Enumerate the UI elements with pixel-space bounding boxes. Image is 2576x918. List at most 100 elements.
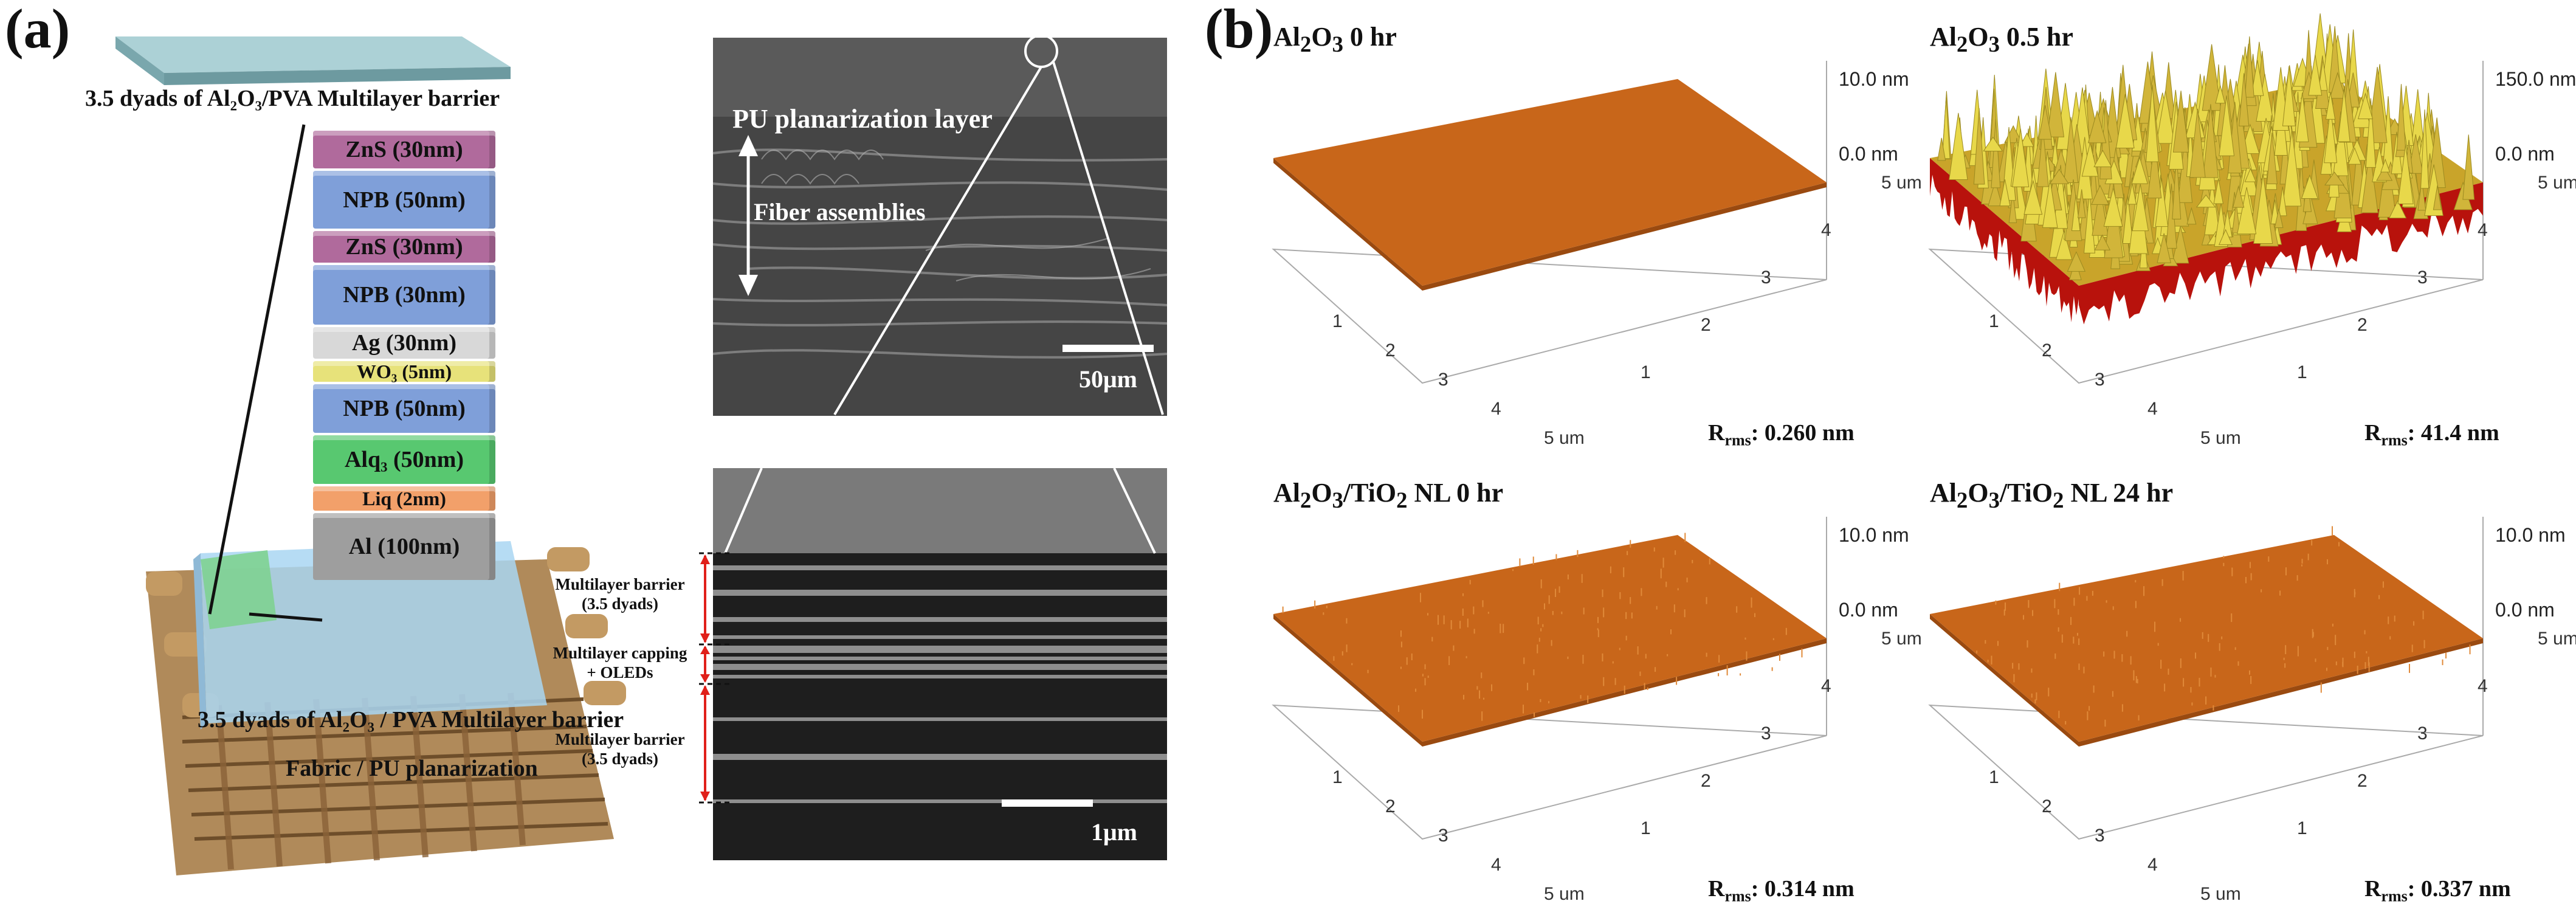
layer-3: NPB (30nm) [313,265,495,325]
afm-y-tick: 1 [2297,818,2307,838]
afm-rms-value: Rrms: 0.314 nm [1708,876,1855,905]
afm-y-tick: 5 um [1881,629,1922,649]
afm-x-tick: 2 [2042,796,2052,816]
layer-7: Alq₃ (50nm) [313,435,495,484]
afm-surface-top [1930,535,2483,742]
afm-x-tick: 3 [2095,370,2105,390]
layer-label: Ag (30nm) [351,330,457,356]
sem-image-bottom [713,468,1167,860]
afm-x-tick: 5 um [2200,884,2241,904]
layer-label: Al (100nm) [348,534,460,559]
afm-x-tick: 2 [1385,340,1396,361]
afm-surface-top [1273,79,1827,286]
afm-z-max-label: 150.0 nm [2495,68,2576,90]
afm-x-tick: 1 [1989,767,1999,787]
fabric-label: Fabric / PU planarization [286,756,538,781]
afm-y-tick: 4 [2478,220,2488,240]
afm-plot-title: Al2O3 0 hr [1273,22,1397,57]
layer-2: ZnS (30nm) [313,231,495,263]
afm-z-zero-label: 0.0 nm [2495,599,2555,621]
pu-planarization-label: PU planarization layer [732,104,993,134]
afm-y-tick: 1 [1641,362,1651,382]
afm-y-tick: 5 um [2538,173,2576,193]
afm-x-tick: 1 [1989,311,1999,331]
afm-y-tick: 3 [1761,723,1771,744]
annotation-barrier-top: Multilayer barrier (3.5 dyads) [555,575,685,613]
oled-stack-diagram [115,36,626,875]
afm-y-tick: 4 [2478,676,2488,696]
afm-y-tick: 3 [2417,267,2428,288]
afm-y-tick: 4 [1821,220,1831,240]
layer-5: WO₃ (5nm) [313,361,495,382]
afm-surface-svg: 1 1 2 2 3 3 4 4 5 um 5 um [1928,517,2576,904]
afm-axis-floor [1272,248,1827,384]
layer-label: Alq₃ (50nm) [344,447,464,472]
fiber-assemblies-label: Fiber assemblies [754,198,926,226]
afm-x-tick: 4 [2147,399,2158,419]
afm-x-tick: 5 um [1544,428,1585,448]
afm-surface-edge [1422,182,1827,291]
afm-y-tick: 1 [1641,818,1651,838]
layer-0: ZnS (30nm) [313,131,495,168]
bottom-barrier-label: 3.5 dyads of Al₂O₃ / PVA Multilayer barr… [198,707,624,733]
annotation-capping-oleds: Multilayer capping + OLEDs [553,644,687,682]
afm-y-tick: 3 [1761,267,1771,288]
afm-rough-surface [1930,13,2483,325]
afm-surface-edge [1273,614,1422,747]
annotation-barrier-bottom: Multilayer barrier (3.5 dyads) [555,730,685,768]
afm-rms-value: Rrms: 41.4 nm [2364,420,2499,449]
layer-label: ZnS (30nm) [345,137,463,162]
layer-label: NPB (50nm) [343,396,466,421]
afm-x-tick: 5 um [2200,428,2241,448]
afm-surface-edge [1930,614,2079,747]
top-barrier-label: 3.5 dyads of Al₂O₃/PVA Multilayer barrie… [85,86,500,111]
afm-surface-edge [2079,638,2483,747]
sem-image-top [712,34,1168,416]
afm-x-tick: 2 [1385,796,1396,816]
afm-surface-top [1273,535,1827,742]
layer-1: NPB (50nm) [313,171,495,229]
afm-y-tick: 5 um [2538,629,2576,649]
sem-top-scale-label: 50μm [1079,365,1137,393]
afm-x-tick: 3 [1438,826,1448,846]
afm-plot-title: Al2O3/TiO2 NL 24 hr [1930,478,2174,512]
afm-y-tick: 2 [2357,771,2368,791]
afm-x-tick: 2 [2042,340,2052,361]
sem-top-texture [712,34,1168,416]
panel-a-letter: (a) [5,0,71,60]
afm-plot-3: Al2O3/TiO2 NL 24 hr 1 1 2 2 3 3 4 4 5 um 5 um 10.0 … [1896,456,2576,912]
afm-z-zero-label: 0.0 nm [2495,143,2555,165]
layer-6: NPB (50nm) [313,384,495,433]
layer-8: Liq (2nm) [313,486,495,511]
afm-z-max-label: 10.0 nm [2495,524,2566,546]
sem-annotation-brackets [699,552,729,804]
afm-rms-value: Rrms: 0.260 nm [1708,420,1855,449]
afm-x-tick: 1 [1332,311,1343,331]
afm-axis-floor [1272,704,1827,840]
afm-x-tick: 5 um [1544,884,1585,904]
layer-4: Ag (30nm) [313,327,495,359]
afm-y-tick: 2 [1701,315,1711,335]
panel-b-letter: (b) [1205,0,1273,60]
afm-z-zero-label: 0.0 nm [1839,143,1898,165]
afm-y-tick: 3 [2417,723,2428,744]
afm-z-zero-label: 0.0 nm [1839,599,1898,621]
layer-label: NPB (30nm) [343,282,466,308]
afm-plot-title: Al2O3 0.5 hr [1930,22,2073,57]
afm-x-tick: 3 [2095,826,2105,846]
layer-label: Liq (2nm) [362,487,446,509]
afm-surface-edge [1273,158,1422,291]
afm-z-max-label: 10.0 nm [1839,68,1909,90]
afm-x-tick: 4 [2147,855,2158,875]
afm-x-tick: 3 [1438,370,1448,390]
afm-rms-value: Rrms: 0.337 nm [2364,876,2511,905]
afm-y-tick: 5 um [1881,173,1922,193]
afm-axis-floor [1928,704,2484,840]
layer-label: ZnS (30nm) [345,234,463,260]
